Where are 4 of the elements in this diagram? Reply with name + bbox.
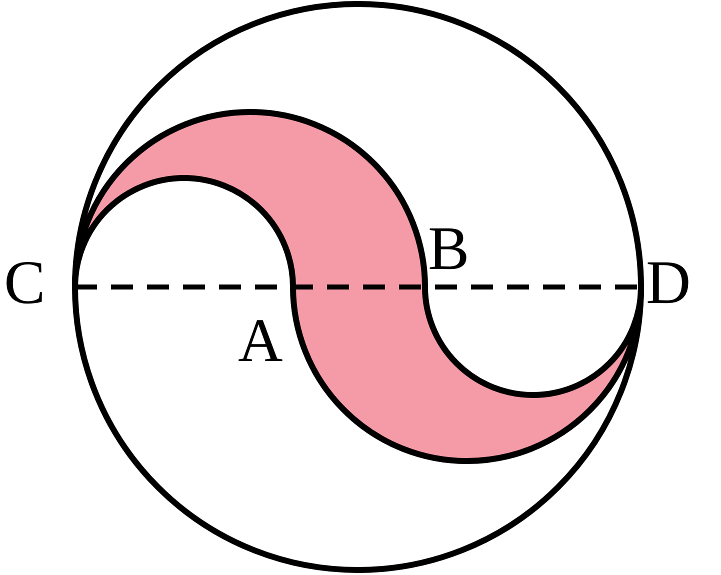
point-label: D — [646, 252, 691, 314]
point-label: B — [428, 218, 470, 280]
point-label: C — [4, 252, 46, 314]
point-label: A — [238, 310, 283, 372]
